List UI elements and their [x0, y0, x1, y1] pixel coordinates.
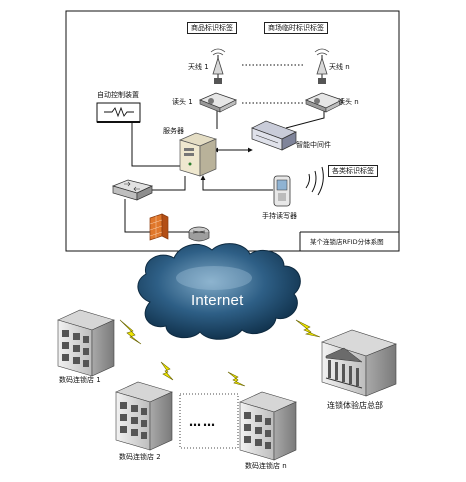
line-server-switch	[150, 176, 186, 191]
antenna-n-label: 天线 n	[329, 63, 350, 71]
middleware	[251, 120, 297, 151]
rfid-frame	[65, 10, 400, 252]
line-readerN-middleware	[285, 110, 325, 129]
server	[178, 132, 218, 177]
internet-cloud	[137, 243, 301, 340]
reader-1-label: 读头 1	[172, 98, 193, 106]
auto-control-device	[96, 102, 141, 123]
antenna-1-label: 天线 1	[188, 63, 209, 71]
lightning-hq	[295, 319, 321, 338]
store-n-building	[239, 391, 297, 461]
store-2-building	[115, 381, 173, 451]
handheld-reader	[273, 175, 291, 207]
lightning-store2	[160, 361, 174, 381]
reader-n-label: 读头 n	[338, 98, 359, 106]
reader-1	[198, 92, 238, 113]
store-1-building	[57, 309, 115, 377]
tags-all-label: 各类标识标签	[328, 165, 378, 177]
router	[188, 226, 210, 242]
store-n-label: 数码连锁店 n	[245, 462, 287, 470]
hq-label: 连锁体验店总部	[327, 401, 383, 410]
handheld-label: 手持读写器	[262, 212, 297, 220]
tag-product-label: 商品标识标签	[187, 22, 237, 34]
stores-dotted-region	[179, 393, 239, 449]
auto-control-label: 自动控制装置	[97, 91, 139, 99]
firewall	[149, 213, 169, 241]
lightning-store1	[119, 319, 142, 345]
caption-label: 某个连锁店RFID分体系图	[310, 238, 384, 246]
wireless-signal-icon	[305, 166, 324, 196]
hq-building	[321, 329, 397, 397]
store-2-label: 数码连锁店 2	[119, 453, 161, 461]
reader-n	[304, 92, 344, 113]
lightning-storeN	[227, 371, 246, 387]
middleware-label: 智能中间件	[296, 141, 331, 149]
rfid-connections	[124, 64, 325, 236]
network-switch	[111, 179, 154, 201]
antenna-1	[210, 48, 226, 84]
line-handheld-server	[200, 175, 273, 191]
server-label: 服务器	[163, 127, 184, 135]
internet-label: Internet	[191, 292, 244, 309]
stores-ellipsis: ……	[189, 415, 217, 429]
tag-temp-label: 商场临时标识标签	[264, 22, 328, 34]
line-switch-router	[124, 199, 196, 233]
line-auto-server	[131, 122, 180, 167]
store-1-label: 数码连锁店 1	[59, 376, 101, 384]
antenna-n	[314, 48, 330, 84]
